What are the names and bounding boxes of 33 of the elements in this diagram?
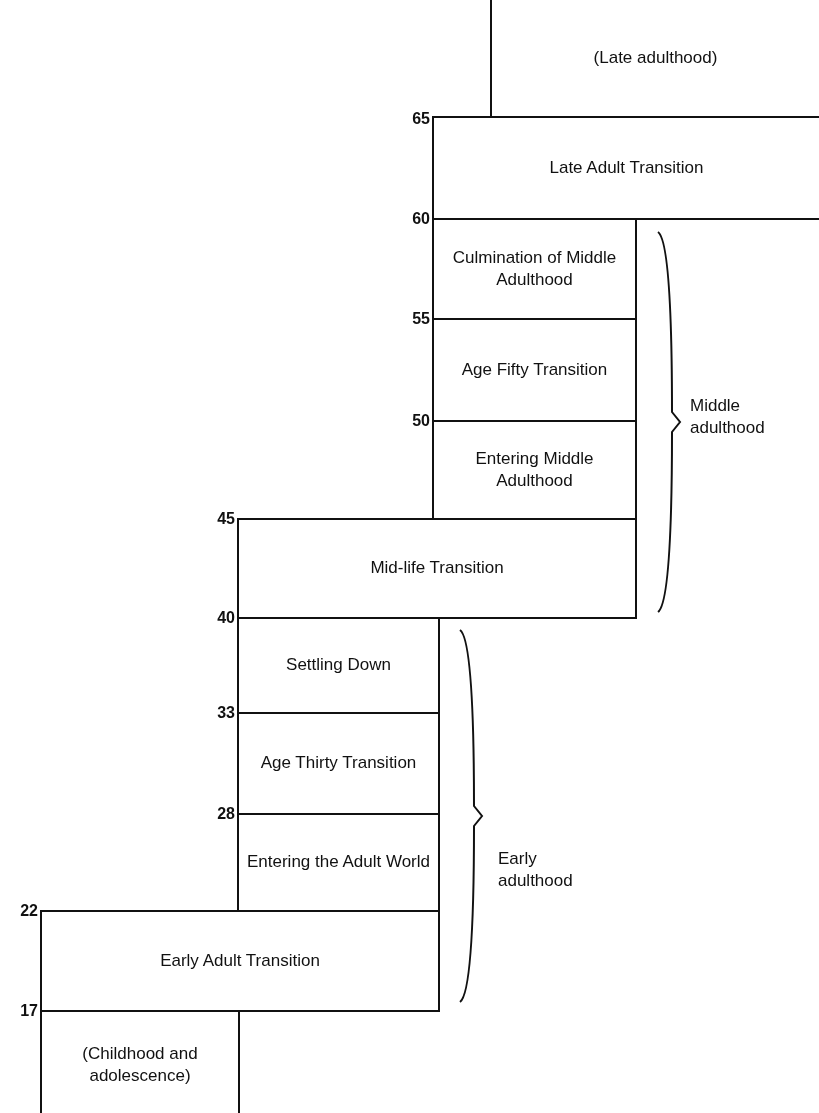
age-label: 45 — [217, 510, 235, 528]
age-label: 33 — [217, 704, 235, 722]
stage-label: (Childhood and adolescence) — [81, 1042, 199, 1087]
age-label: 55 — [412, 310, 430, 328]
stage-label: Mid-life Transition — [370, 557, 504, 580]
age-label: 65 — [412, 110, 430, 128]
stage-label: Early Adult Transition — [160, 949, 320, 972]
age-label: 28 — [217, 805, 235, 823]
age-label: 40 — [217, 609, 235, 627]
stage-box — [432, 218, 637, 320]
age-label: 17 — [20, 1002, 38, 1020]
stage-box — [432, 420, 637, 520]
stage-label: Late Adult Transition — [549, 156, 704, 179]
age-label: 50 — [412, 412, 430, 430]
stage-box — [237, 712, 440, 815]
stage-label: Age Thirty Transition — [260, 752, 417, 775]
stage-label: Settling Down — [286, 654, 391, 677]
stage-box — [432, 318, 637, 422]
stage-box — [432, 116, 819, 220]
stage-label: Culmination of Middle Adulthood — [451, 246, 618, 291]
age-label: 60 — [412, 210, 430, 228]
stage-box — [40, 1010, 240, 1113]
stage-box — [237, 518, 637, 619]
stage-box — [40, 910, 440, 1012]
period-label: Middle adulthood — [690, 395, 766, 440]
age-label: 22 — [20, 902, 38, 920]
stage-label: Entering Middle Adulthood — [474, 447, 595, 492]
stage-box — [237, 617, 440, 714]
stage-label: Entering the Adult World — [247, 851, 430, 874]
stage-label: (Late adulthood) — [593, 46, 718, 69]
period-label: Early adulthood — [498, 848, 574, 893]
stage-label: Age Fifty Transition — [461, 358, 608, 381]
stage-box — [237, 813, 440, 912]
